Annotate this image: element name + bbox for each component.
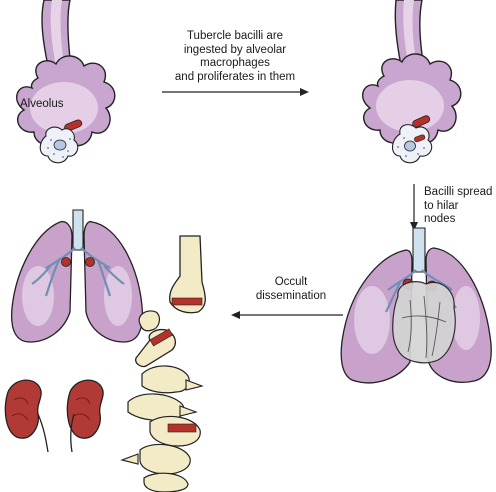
- macrophage-granules-right: [397, 137, 425, 157]
- label-step1-line2: ingested by alveolar: [183, 43, 287, 56]
- label-alveolus: Alveolus: [20, 98, 64, 110]
- lungs-occult: [10, 209, 144, 343]
- spinous-processes: [120, 379, 204, 465]
- label-step2: Bacilli spread to hilar nodes: [424, 186, 494, 227]
- kidney-right: [66, 379, 104, 453]
- vertebra-5: [143, 472, 189, 492]
- alveolus-right: [361, 0, 462, 164]
- arrow-ingestion: [162, 88, 309, 96]
- label-step2-line3: nodes: [424, 213, 456, 225]
- femur-lesion: [171, 297, 203, 306]
- heart-vessels: [401, 295, 447, 359]
- heart: [392, 281, 456, 364]
- macrophage-nucleus-right: [404, 140, 416, 152]
- arrow-dissemination: [231, 311, 343, 319]
- bronchi-left: [31, 247, 125, 297]
- trachea-left: [72, 209, 84, 251]
- kidney-left: [4, 379, 49, 453]
- alveolus-left: [15, 0, 116, 164]
- label-step2-line2: to hilar: [424, 199, 459, 212]
- label-step1-line1: Tubercle bacilli are: [186, 30, 284, 42]
- label-step3-line1: Occult: [274, 276, 308, 288]
- spine-lesion: [167, 423, 197, 433]
- vertebra-4: [139, 443, 191, 475]
- label-step3: Occult dissemination: [246, 276, 336, 303]
- airway-duct-inner-left: [50, 0, 65, 72]
- ureter-right: [70, 413, 75, 453]
- label-step1-line3: macrophages: [200, 57, 270, 69]
- trachea-center: [412, 227, 426, 273]
- lungs-with-heart: [340, 227, 492, 384]
- spine: [120, 365, 204, 492]
- macrophage-granules-left: [47, 138, 71, 158]
- macrophage-nucleus-left: [53, 139, 67, 151]
- label-step1: Tubercle bacilli are ingested by alveola…: [160, 30, 310, 84]
- focus-right-lung: [85, 257, 95, 267]
- airway-duct-inner-right: [403, 0, 417, 68]
- vertebra-1: [141, 365, 190, 394]
- patella: [138, 310, 161, 332]
- bacillus-right-2: [414, 134, 426, 143]
- label-step1-line4: and proliferates in them: [174, 70, 296, 83]
- ureter-left: [37, 413, 49, 453]
- femur: [169, 235, 206, 314]
- focus-left-lung: [61, 257, 71, 267]
- tibia-lesion: [149, 328, 173, 347]
- label-step3-line2: dissemination: [255, 289, 327, 302]
- knee-joint: [135, 235, 206, 368]
- label-step2-line1: Bacilli spread: [424, 186, 493, 198]
- arrow-hilar-spread: [410, 184, 418, 231]
